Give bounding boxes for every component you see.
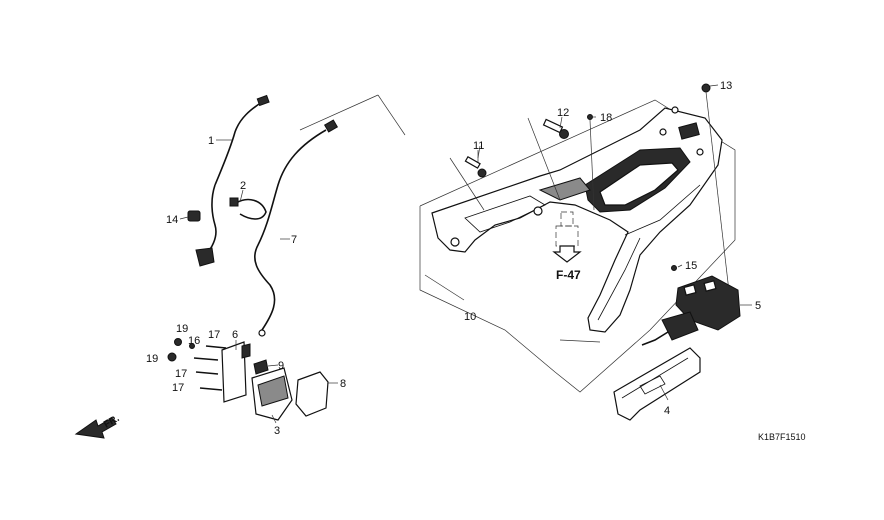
callout-7: 7 [291, 234, 297, 246]
callout-17-top: 17 [208, 329, 220, 341]
callout-12: 12 [557, 107, 569, 119]
bolt-18 [587, 114, 595, 211]
reference-label: F-47 [556, 268, 581, 282]
lock-group-boundary [299, 94, 406, 136]
callout-16: 16 [188, 335, 200, 347]
callout-17-bottom: 17 [172, 382, 184, 394]
callout-19-top: 19 [176, 323, 188, 335]
bolt-11 [449, 150, 487, 211]
callout-11: 11 [473, 140, 484, 152]
leader-lines [179, 84, 752, 424]
callout-5: 5 [755, 300, 761, 312]
cable-1 [195, 94, 270, 267]
callout-4: 4 [664, 405, 670, 417]
release-cable-7 [254, 119, 339, 337]
callout-15: 15 [685, 260, 697, 272]
callout-10: 10 [464, 311, 476, 323]
callout-9: 9 [278, 360, 284, 372]
callout-13: 13 [720, 80, 732, 92]
bolt-13 [701, 83, 731, 301]
callout-2: 2 [240, 180, 246, 192]
clip-2 [229, 197, 267, 220]
callout-8: 8 [340, 378, 346, 390]
reference-arrow [552, 211, 582, 263]
callout-1: 1 [208, 135, 214, 147]
callout-6: 6 [232, 329, 238, 341]
seat-lock-mechanism [167, 338, 329, 421]
callout-19-left: 19 [146, 353, 158, 365]
bolt-15 [671, 265, 677, 271]
callout-18: 18 [600, 112, 612, 124]
callout-17-middle: 17 [175, 368, 187, 380]
rear-carrier [431, 106, 723, 333]
callout-14: 14 [166, 214, 178, 226]
cover-garnish [613, 347, 701, 421]
grommet-14 [187, 210, 201, 222]
diagram-code: K1B7F1510 [758, 432, 806, 442]
direction-label: FR. [102, 413, 122, 431]
front-direction-arrow [74, 417, 117, 439]
callout-3: 3 [274, 425, 280, 437]
bolt-12 [527, 117, 569, 201]
lock-assembly [641, 275, 741, 346]
